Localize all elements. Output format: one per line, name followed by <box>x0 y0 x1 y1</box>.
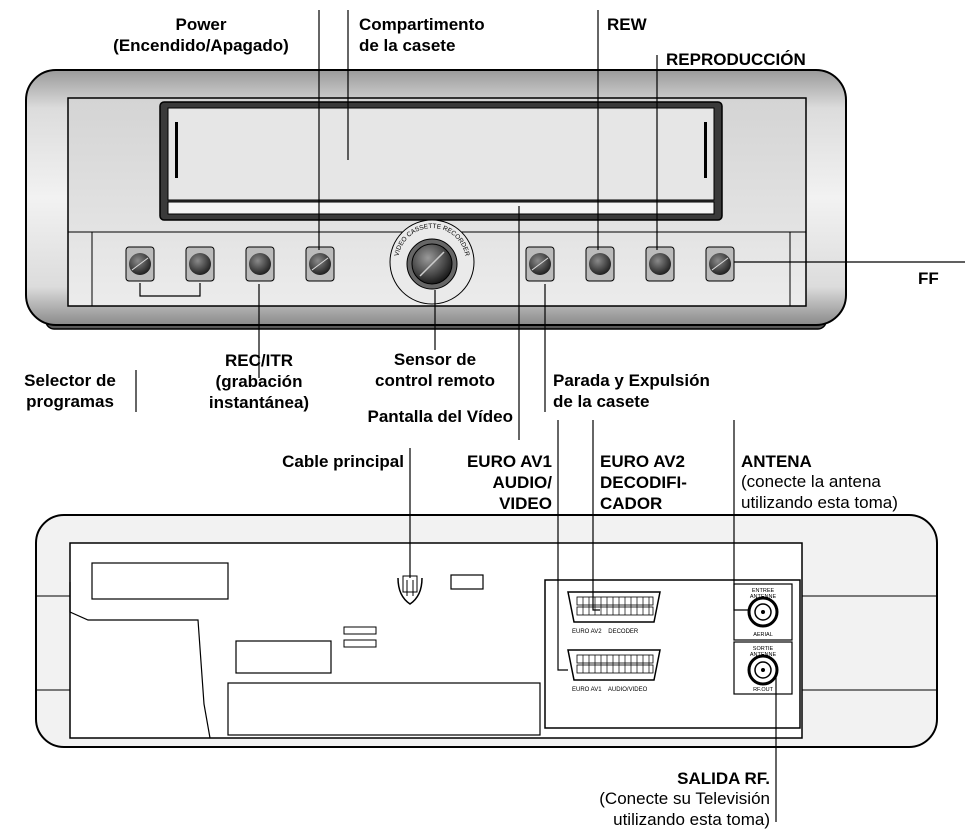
rear-view: EURO AV2 DECODER EURO AV1 AUDIO/VIDEO EN… <box>35 420 938 822</box>
play-button[interactable] <box>645 246 675 282</box>
ff-label: FF <box>918 269 939 288</box>
front-view: VIDEO CASSETTE RECORDER <box>25 10 965 440</box>
front-buttons <box>125 246 735 282</box>
cassette-compartment-label: Compartimento de la casete <box>359 15 485 55</box>
power-button[interactable] <box>305 246 335 282</box>
remote-sensor-label: Sensor de control remoto <box>375 350 495 390</box>
euro-av1-scart: EURO AV1 AUDIO/VIDEO <box>567 649 661 693</box>
euro-av2-print: EURO AV2 DECODER <box>572 629 639 635</box>
euro-av1-label: EURO AV1 AUDIO/ VIDEO <box>466 452 552 513</box>
euro-av1-print: EURO AV1 AUDIO/VIDEO <box>572 687 648 693</box>
ff-button[interactable] <box>705 246 735 282</box>
aerial-input-socket: ENTREE ANTENNE AERIAL <box>733 583 793 641</box>
rf-out-title-label: SALIDA RF. <box>677 769 770 788</box>
display-label: Pantalla del Vídeo <box>367 407 514 426</box>
stop-eject-button[interactable] <box>525 246 555 282</box>
rew-button[interactable] <box>585 246 615 282</box>
mains-cable-label: Cable principal <box>282 452 404 471</box>
aerial-print: AERIAL <box>753 632 773 638</box>
euro-av2-scart: EURO AV2 DECODER <box>567 591 661 635</box>
rf-out-socket: SORTIE ANTENNE RF.OUT <box>733 641 793 695</box>
rew-label: REW <box>607 15 647 34</box>
mains-cable-plug <box>397 575 423 605</box>
rfout-print: RF.OUT <box>753 687 774 693</box>
power-label: Power (Encendido/Apagado) <box>113 15 289 55</box>
svg-text:ENTREE: ENTREE <box>752 588 775 594</box>
program-selector-label: Selector de programas <box>24 371 116 411</box>
rf-out-desc-label: (Conecte su Televisión utilizando esta t… <box>599 789 770 829</box>
euro-av2-label: EURO AV2 DECODIFI- CADOR <box>600 452 687 513</box>
rec-itr-button[interactable] <box>245 246 275 282</box>
antenna-desc-label: (conecte la antena utilizando esta toma) <box>741 472 898 512</box>
program-down-button[interactable] <box>125 246 155 282</box>
stop-eject-label: Parada y Expulsión de la casete <box>553 371 710 411</box>
svg-text:SORTIE: SORTIE <box>753 646 774 652</box>
remote-sensor-dial: VIDEO CASSETTE RECORDER <box>389 219 475 305</box>
play-label: REPRODUCCIÓN <box>666 50 806 69</box>
cassette-door <box>167 107 715 201</box>
front-leader-lines <box>135 10 965 440</box>
rec-itr-label: REC/ITR (grabación instantánea) <box>208 351 310 412</box>
program-up-button[interactable] <box>185 246 215 282</box>
antenna-title-label: ANTENA <box>741 452 812 471</box>
rear-leader-lines <box>409 420 777 822</box>
